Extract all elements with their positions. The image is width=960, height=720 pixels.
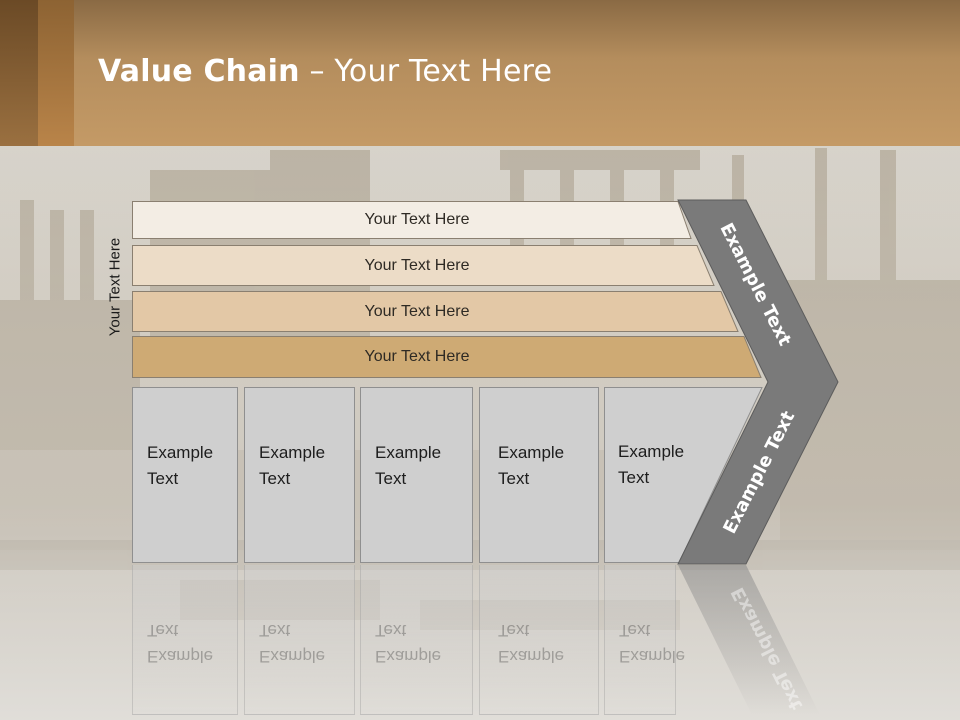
row-1-label: Your Text Here — [364, 211, 470, 228]
row-3-label: Your Text Here — [364, 303, 470, 320]
title-rest: – Your Text Here — [299, 54, 553, 89]
header-accent-dark — [0, 0, 38, 146]
row-1-shape — [132, 201, 692, 239]
vertical-label: Your Text Here — [100, 222, 130, 352]
margin-chevron[interactable] — [670, 198, 845, 570]
header-band: Value Chain – Your Text Here — [0, 0, 960, 146]
chevron-reflection — [678, 565, 820, 715]
row-3-shape — [132, 291, 739, 332]
row-4-shape — [132, 336, 762, 378]
vertical-label-text: Your Text Here — [106, 237, 124, 337]
header-accent-mid — [38, 0, 74, 146]
row-2-shape — [132, 245, 715, 286]
row-2-label: Your Text Here — [364, 257, 470, 274]
row-4-label: Your Text Here — [364, 348, 470, 365]
title-bold: Value Chain — [98, 54, 300, 89]
slide-title: Value Chain – Your Text Here — [98, 54, 552, 89]
